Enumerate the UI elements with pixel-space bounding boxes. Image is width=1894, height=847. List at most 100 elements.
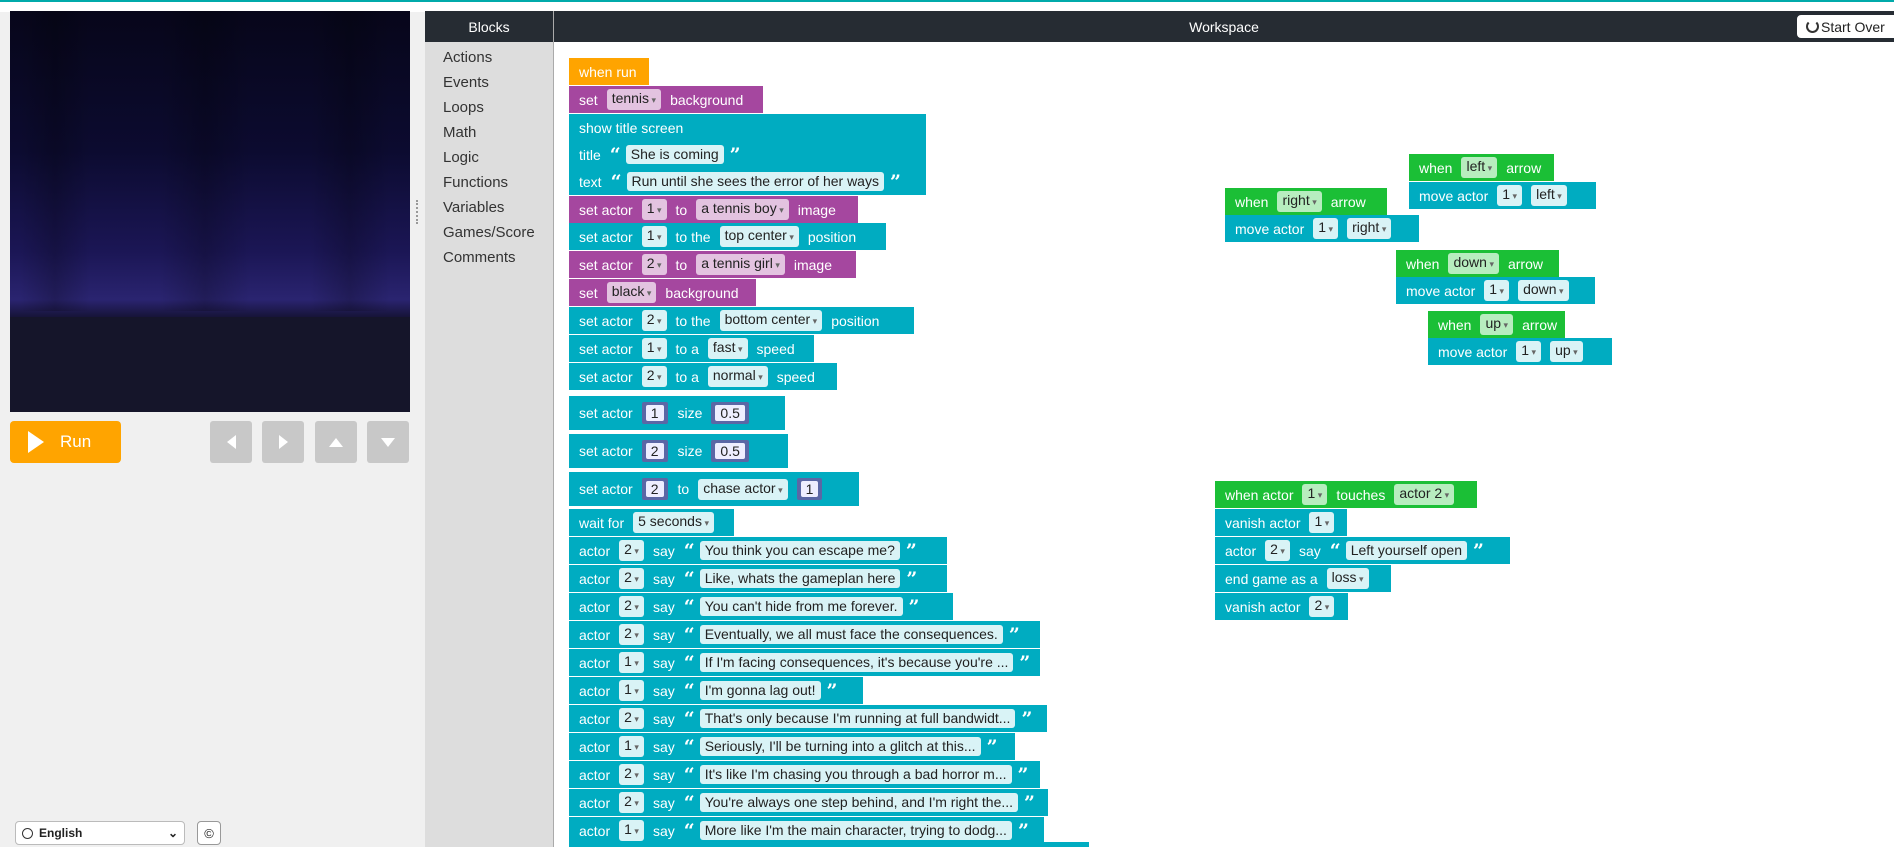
vanish-actor-block[interactable]: vanish actor 1: [1215, 509, 1347, 536]
run-button[interactable]: Run: [10, 421, 121, 463]
actor-say-block[interactable]: actor1say“Seriously, I'll be turning int…: [569, 733, 1015, 760]
actor-dropdown[interactable]: 2: [619, 568, 644, 589]
set-actor-position-block[interactable]: set actor 1 to the top center position: [569, 223, 886, 250]
behavior-dropdown[interactable]: chase actor: [698, 478, 788, 500]
actor-say-block[interactable]: actor 2 say “ Left yourself open ”: [1215, 537, 1510, 564]
direction-dropdown[interactable]: down: [1518, 280, 1569, 301]
when-right-arrow-block[interactable]: when right arrow: [1225, 188, 1387, 215]
size-number-input[interactable]: 0.5: [711, 402, 749, 424]
language-select[interactable]: English ⌄: [15, 821, 185, 845]
category-comments[interactable]: Comments: [443, 249, 516, 266]
workspace[interactable]: when run set tennis background show titl…: [554, 42, 1894, 847]
actor-say-block[interactable]: actor1say“More like I'm the main charact…: [569, 817, 1044, 844]
actor-dropdown[interactable]: 2: [619, 596, 644, 617]
right-arrow-button[interactable]: [262, 421, 304, 463]
say-text-input[interactable]: If I'm facing consequences, it's because…: [699, 653, 1014, 672]
actor-say-block[interactable]: actor1say“I'm gonna lag out!”: [569, 677, 863, 704]
key-dropdown[interactable]: up: [1480, 314, 1514, 335]
actor-dropdown[interactable]: 2: [619, 624, 644, 645]
speed-dropdown[interactable]: normal: [707, 366, 768, 387]
down-arrow-button[interactable]: [367, 421, 409, 463]
actor-number-input[interactable]: 2: [641, 478, 668, 500]
background-dropdown[interactable]: tennis: [606, 89, 662, 110]
set-actor-image-block[interactable]: set actor 1 to a tennis boy image: [569, 196, 858, 223]
move-actor-block[interactable]: move actor 1 down: [1396, 277, 1595, 304]
move-actor-block[interactable]: move actor 1 right: [1225, 215, 1419, 242]
copyright-button[interactable]: ©: [197, 821, 221, 845]
target-dropdown[interactable]: actor 2: [1394, 484, 1455, 505]
actor-dropdown[interactable]: 1: [641, 226, 667, 247]
up-arrow-button[interactable]: [315, 421, 357, 463]
when-down-arrow-block[interactable]: when down arrow: [1396, 250, 1559, 277]
duration-dropdown[interactable]: 5 seconds: [633, 512, 714, 533]
actor-number-input[interactable]: 2: [641, 440, 668, 462]
actor-dropdown[interactable]: 2: [641, 254, 667, 275]
position-dropdown[interactable]: top center: [719, 226, 799, 247]
category-events[interactable]: Events: [443, 74, 489, 91]
actor-dropdown[interactable]: 1: [1302, 484, 1328, 505]
game-stage[interactable]: [10, 11, 410, 412]
vanish-actor-block[interactable]: vanish actor 2: [1215, 593, 1348, 620]
actor-dropdown[interactable]: 1: [1484, 280, 1510, 301]
left-arrow-button[interactable]: [210, 421, 252, 463]
category-games-score[interactable]: Games/Score: [443, 224, 535, 241]
actor-dropdown[interactable]: 1: [1497, 185, 1523, 206]
category-actions[interactable]: Actions: [443, 49, 493, 66]
category-loops[interactable]: Loops: [443, 99, 484, 116]
when-up-arrow-block[interactable]: when up arrow: [1428, 311, 1565, 338]
category-logic[interactable]: Logic: [443, 149, 479, 166]
move-actor-block[interactable]: move actor 1 left: [1409, 182, 1596, 209]
actor-dropdown[interactable]: 2: [619, 764, 644, 785]
actor-dropdown[interactable]: 2: [641, 366, 667, 387]
set-actor-speed-block[interactable]: set actor 1 to a fast speed: [569, 335, 814, 362]
actor-say-block[interactable]: actor2say“It's like I'm chasing you thro…: [569, 761, 1040, 788]
actor-dropdown[interactable]: 1: [641, 338, 667, 359]
actor-dropdown[interactable]: 2: [1265, 540, 1290, 561]
category-variables[interactable]: Variables: [443, 199, 505, 216]
actor-dropdown[interactable]: 1: [1313, 218, 1339, 239]
end-game-block[interactable]: end game as a loss: [1215, 565, 1391, 592]
title-text-input[interactable]: She is coming: [625, 145, 724, 164]
direction-dropdown[interactable]: left: [1531, 185, 1567, 206]
text-row[interactable]: text “ Run until she sees the error of h…: [569, 168, 926, 195]
when-left-arrow-block[interactable]: when left arrow: [1409, 154, 1554, 181]
when-run-block[interactable]: when run: [569, 58, 649, 85]
target-number-input[interactable]: 1: [796, 478, 823, 500]
actor-dropdown[interactable]: 1: [619, 736, 644, 757]
actor-dropdown[interactable]: 1: [641, 199, 667, 220]
key-dropdown[interactable]: right: [1277, 191, 1322, 212]
say-text-input[interactable]: Eventually, we all must face the consequ…: [699, 625, 1003, 644]
category-math[interactable]: Math: [443, 124, 477, 141]
set-background-block[interactable]: set black background: [569, 279, 756, 306]
actor-say-block[interactable]: actor2say“You can't hide from me forever…: [569, 593, 953, 620]
actor-dropdown[interactable]: 1: [619, 680, 644, 701]
set-actor-chase-block[interactable]: set actor 2 to chase actor 1: [569, 472, 859, 506]
say-text-input[interactable]: You think you can escape me?: [699, 541, 900, 560]
show-title-screen-block[interactable]: show title screen: [569, 114, 926, 141]
actor-say-block[interactable]: actor2say“ Eventually, we all must face …: [569, 621, 1040, 648]
actor-dropdown[interactable]: 2: [619, 792, 644, 813]
direction-dropdown[interactable]: right: [1347, 218, 1392, 239]
actor-dropdown[interactable]: 1: [619, 820, 644, 841]
image-dropdown[interactable]: a tennis girl: [696, 254, 785, 275]
wait-block[interactable]: wait for 5 seconds: [569, 509, 734, 536]
result-dropdown[interactable]: loss: [1326, 568, 1369, 589]
actor-dropdown[interactable]: 1: [619, 652, 644, 673]
panel-resize-handle[interactable]: [416, 200, 422, 224]
key-dropdown[interactable]: left: [1461, 157, 1498, 178]
title-row[interactable]: title “ She is coming ”: [569, 141, 926, 168]
say-text-input[interactable]: You can't hide from me forever.: [699, 597, 903, 616]
actor-say-block[interactable]: actor2say“You think you can escape me?”: [569, 537, 947, 564]
say-text-input[interactable]: That's only because I'm running at full …: [699, 709, 1016, 728]
actor-dropdown[interactable]: 2: [1309, 596, 1335, 617]
set-actor-position-block[interactable]: set actor 2 to the bottom center positio…: [569, 307, 914, 334]
image-dropdown[interactable]: a tennis boy: [696, 199, 789, 220]
say-text-input[interactable]: It's like I'm chasing you through a bad …: [699, 765, 1012, 784]
say-text-input[interactable]: More like I'm the main character, trying…: [699, 821, 1012, 840]
actor-dropdown[interactable]: 1: [1309, 512, 1335, 533]
subtitle-text-input[interactable]: Run until she sees the error of her ways: [626, 172, 884, 191]
start-over-button[interactable]: Start Over: [1797, 15, 1894, 38]
say-text-input[interactable]: Left yourself open: [1345, 541, 1467, 560]
set-actor-size-block[interactable]: set actor 1 size 0.5: [569, 396, 785, 430]
actor-dropdown[interactable]: 2: [619, 708, 644, 729]
